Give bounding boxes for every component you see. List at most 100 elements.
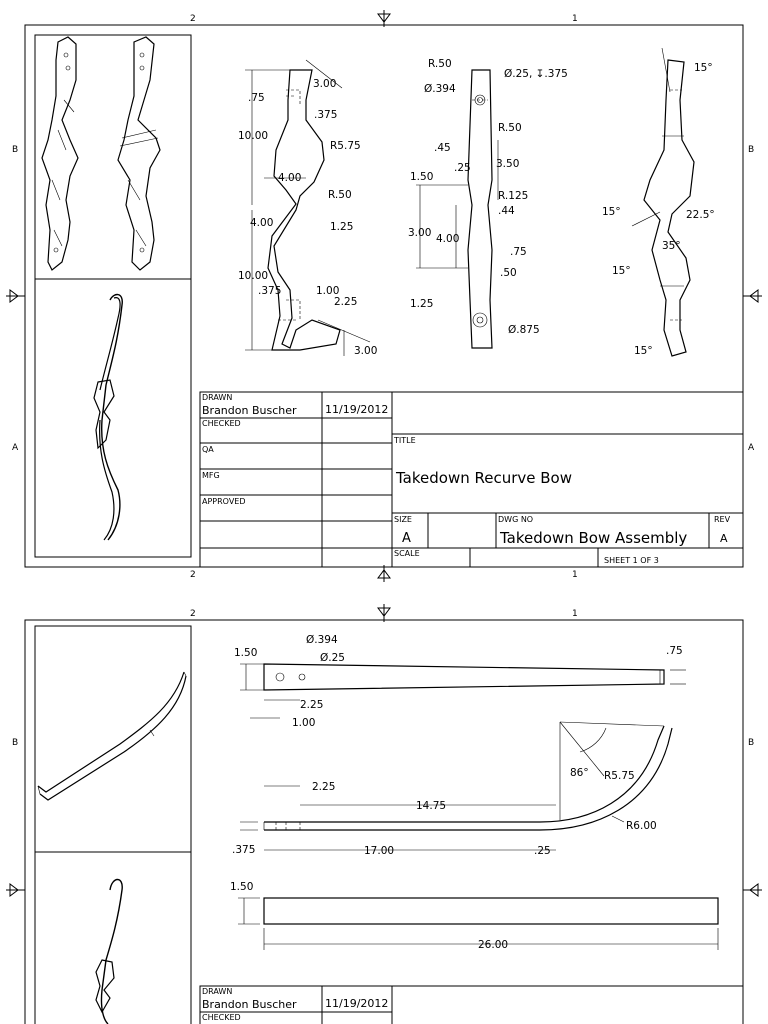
centering-mark-left	[6, 883, 25, 897]
zone-label: 2	[190, 609, 196, 619]
drawn-date: 11/19/2012	[325, 403, 388, 416]
centering-mark-top	[377, 604, 391, 622]
dim-label: 10.00	[238, 130, 268, 142]
centering-mark-right	[743, 289, 762, 303]
riser-front-view: R.50 Ø.25, ↧.375 Ø.394 R.50 .45 3.50 1.5…	[408, 58, 568, 349]
dim-label: .375	[314, 109, 337, 121]
dim-label: .75	[510, 246, 527, 258]
mfg-label: MFG	[202, 471, 220, 480]
dim-label: 1.50	[410, 171, 433, 183]
riser-angle-view: 15° 15° 22.5° 35° 15° 15°	[602, 47, 715, 357]
dim-label: 3.00	[354, 345, 377, 357]
zone-label: 2	[190, 570, 196, 580]
dim-label: 1.25	[410, 298, 433, 310]
zone-label: B	[748, 738, 754, 748]
dim-label: Ø.25, ↧.375	[504, 68, 568, 80]
riser-side-view: 3.00 .75 .375 10.00 R5.75 4.00 R.50 4.00…	[238, 59, 377, 357]
dim-label: 1.50	[234, 647, 257, 659]
dim-label: Ø.875	[508, 324, 540, 336]
angle-label: 22.5°	[686, 209, 715, 221]
approved-label: APPROVED	[202, 497, 246, 506]
limb-side-view: 2.25 14.75 86° R5.75 R6.00 .375 17.00 .2…	[232, 721, 673, 857]
sheet-2: 2 1 B B	[6, 604, 762, 1024]
dim-label: 86°	[570, 767, 589, 779]
size-label: SIZE	[394, 515, 412, 524]
rev-value: A	[720, 532, 728, 545]
zone-label: 1	[572, 14, 578, 24]
sheet-1-border	[24, 24, 744, 568]
dim-label: .25	[454, 162, 471, 174]
checked-label: CHECKED	[202, 1013, 241, 1022]
drawn-label: DRAWN	[202, 987, 232, 996]
dim-label: .44	[498, 205, 515, 217]
dim-label: R5.75	[330, 140, 361, 152]
dim-label: .45	[434, 142, 451, 154]
zone-label: 2	[190, 14, 196, 24]
qa-label: QA	[202, 445, 214, 454]
drawing-title: Takedown Recurve Bow	[395, 469, 572, 487]
checked-label: CHECKED	[202, 419, 241, 428]
dim-label: R6.00	[626, 820, 657, 832]
dim-label: 2.25	[334, 296, 357, 308]
dim-label: Ø.25	[320, 652, 345, 664]
dim-label: 1.25	[330, 221, 353, 233]
dim-label: R.50	[428, 58, 452, 70]
angle-label: 15°	[694, 62, 713, 74]
dim-label: 1.00	[292, 717, 315, 729]
dim-label: 2.25	[312, 781, 335, 793]
drawn-name: Brandon Buscher	[202, 998, 297, 1011]
limb-top-view: 1.50 Ø.394 Ø.25 .75 2.25 1.00	[234, 634, 686, 729]
iso-panel	[34, 625, 192, 1024]
dim-label: R.125	[498, 190, 528, 202]
zone-label: 1	[572, 570, 578, 580]
dim-label: .25	[534, 845, 551, 857]
angle-label: 35°	[662, 240, 681, 252]
scale-label: SCALE	[394, 549, 420, 558]
angle-label: 15°	[602, 206, 621, 218]
dim-label: 10.00	[238, 270, 268, 282]
dim-label: 26.00	[478, 939, 508, 951]
dim-label: 3.50	[496, 158, 519, 170]
dim-label: .75	[666, 645, 683, 657]
dim-label: R.50	[498, 122, 522, 134]
dim-label: 17.00	[364, 845, 394, 857]
centering-mark-right	[743, 883, 762, 897]
title-label: TITLE	[393, 436, 416, 445]
angle-label: 15°	[634, 345, 653, 357]
rev-label: REV	[714, 515, 731, 524]
dim-label: .75	[248, 92, 265, 104]
dwgno-label: DWG NO	[498, 515, 533, 524]
dim-label: .375	[258, 285, 281, 297]
dim-label: R.50	[328, 189, 352, 201]
dwg-number: Takedown Bow Assembly	[499, 529, 687, 547]
title-block-2: DRAWN Brandon Buscher 11/19/2012 CHECKED	[199, 985, 744, 1024]
angle-label: 15°	[612, 265, 631, 277]
bow-iso-view	[93, 293, 123, 541]
centering-mark-bottom	[377, 565, 391, 582]
dim-label: Ø.394	[424, 83, 456, 95]
zone-label: A	[748, 443, 755, 453]
dim-label: 14.75	[416, 800, 446, 812]
dim-label: 4.00	[436, 233, 459, 245]
zone-label: B	[748, 145, 754, 155]
zone-label: A	[12, 443, 19, 453]
dim-label: .375	[232, 844, 255, 856]
dim-label: .50	[500, 267, 517, 279]
dim-label: Ø.394	[306, 634, 338, 646]
limb-bar-view: 1.50 26.00	[230, 881, 719, 951]
dim-label: 2.25	[300, 699, 323, 711]
zone-label: B	[12, 738, 18, 748]
centering-mark-top	[377, 10, 391, 27]
bow-iso-view-2	[95, 878, 123, 1024]
drawn-label: DRAWN	[202, 393, 232, 402]
zone-label: B	[12, 145, 18, 155]
dim-label: 3.00	[408, 227, 431, 239]
sheet-number: SHEET 1 OF 3	[604, 556, 659, 565]
dim-label: 1.00	[316, 285, 339, 297]
iso-panel	[34, 34, 192, 558]
dim-label: 1.50	[230, 881, 253, 893]
size-value: A	[402, 531, 411, 546]
drawn-date: 11/19/2012	[325, 997, 388, 1010]
dim-label: 4.00	[278, 172, 301, 184]
